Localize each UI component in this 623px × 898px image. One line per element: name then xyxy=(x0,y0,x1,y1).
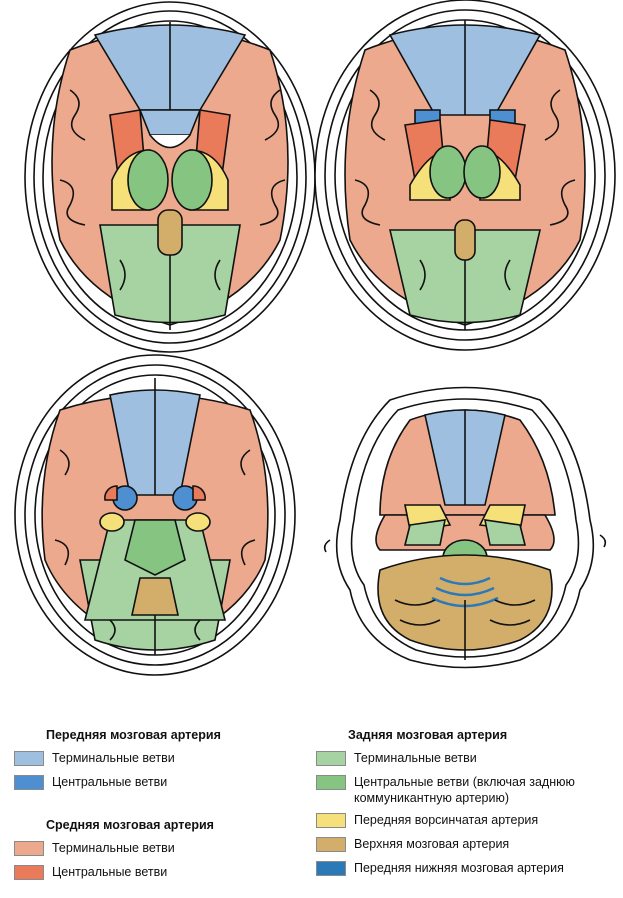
legend-item-superior-cerebellar: Верхняя мозговая артерия xyxy=(316,836,616,854)
legend-item-aca-terminal: Терминальные ветви xyxy=(14,750,314,768)
section-top-right xyxy=(314,0,616,351)
legend-item-aica: Передняя нижняя мозговая артерия xyxy=(316,860,616,878)
swatch-mca-central xyxy=(14,865,44,880)
swatch-aca-central xyxy=(14,775,44,790)
legend-label: Верхняя мозговая артерия xyxy=(354,837,510,851)
legend-item-mca-central: Центральные ветви xyxy=(14,864,314,882)
swatch-pca-central xyxy=(316,775,346,790)
section-bottom-left xyxy=(14,354,296,676)
legend-pca-title: Задняя мозговая артерия xyxy=(348,728,508,742)
legend-label: Передняя ворсинчатая артерия xyxy=(354,813,539,827)
legend-label: Центральные ветви xyxy=(52,865,168,879)
legend-item-pca-terminal: Терминальные ветви xyxy=(316,750,616,768)
legend-aca-title: Передняя мозговая артерия xyxy=(46,728,221,742)
legend-item-anterior-choroidal: Передняя ворсинчатая артерия xyxy=(316,812,616,830)
legend-item-pca-central: Центральные ветви (включая заднюю коммун… xyxy=(316,774,616,806)
legend-right-column: Задняя мозговая артерия Терминальные вет… xyxy=(316,728,616,884)
swatch-pca-terminal xyxy=(316,751,346,766)
swatch-aica xyxy=(316,861,346,876)
legend-label: Центральные ветви xyxy=(52,775,168,789)
swatch-anterior-choroidal xyxy=(316,813,346,828)
section-top-left xyxy=(24,1,316,353)
legend-item-mca-terminal: Терминальные ветви xyxy=(14,840,314,858)
legend-label: Передняя нижняя мозговая артерия xyxy=(354,861,564,875)
swatch-superior-cerebellar xyxy=(316,837,346,852)
legend-label: Терминальные ветви xyxy=(52,841,175,855)
legend-item-aca-central: Центральные ветви xyxy=(14,774,314,792)
legend-mca-title: Средняя мозговая артерия xyxy=(46,818,214,832)
legend-left-column: Передняя мозговая артерия Терминальные в… xyxy=(14,728,314,888)
legend-label: Терминальные ветви xyxy=(52,751,175,765)
legend-label: Терминальные ветви xyxy=(354,751,477,765)
brain-sections-figure xyxy=(14,0,616,676)
swatch-mca-terminal xyxy=(14,841,44,856)
legend-label: Центральные ветви (включая заднюю коммун… xyxy=(354,775,575,805)
swatch-aca-terminal xyxy=(14,751,44,766)
section-bottom-right xyxy=(323,386,607,669)
